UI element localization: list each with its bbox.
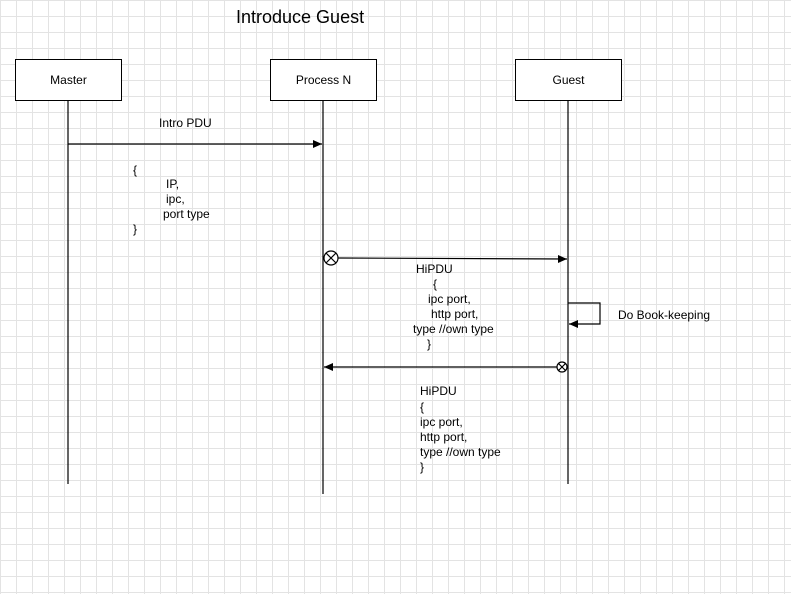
diagram-title: Introduce Guest: [236, 7, 365, 27]
participant-master-label: Master: [50, 73, 87, 87]
participant-process: Process N: [270, 59, 377, 101]
arrow-hipdu-to-guest: [337, 254, 568, 263]
hipdu-to-guest-payload-line: ipc port,: [428, 292, 471, 306]
lost-message-end-cross: [558, 363, 566, 371]
intro-payload-line: IP,: [166, 177, 180, 191]
hipdu-to-guest-payload-line: }: [427, 337, 432, 351]
bookkeeping-note: Do Book-keeping: [618, 308, 711, 322]
hipdu-to-guest-label: HiPDU: [416, 262, 453, 276]
intro-payload-line: ipc,: [166, 192, 185, 206]
lost-message-start-cross: [325, 252, 337, 264]
arrow-self-bookkeeping: [568, 302, 601, 328]
hipdu-to-process-payload-line: type //own type: [420, 445, 501, 459]
intro-pdu-label: Intro PDU: [159, 116, 212, 130]
intro-payload-line: }: [133, 222, 138, 236]
hipdu-to-process-payload-line: ipc port,: [420, 415, 463, 429]
hipdu-to-process-payload-line: }: [420, 460, 425, 474]
hipdu-to-guest-payload-line: type //own type: [413, 322, 494, 336]
participant-guest: Guest: [515, 59, 622, 101]
intro-payload-line: {: [133, 163, 138, 177]
participant-master: Master: [15, 59, 122, 101]
hipdu-to-process-label: HiPDU: [420, 384, 457, 398]
hipdu-to-guest-payload-line: {: [433, 277, 438, 291]
intro-payload-line: port type: [163, 207, 210, 221]
hipdu-to-guest-payload-line: http port,: [431, 307, 479, 321]
participant-process-label: Process N: [295, 73, 352, 87]
participant-guest-label: Guest: [552, 73, 585, 87]
hipdu-to-process-payload-line: http port,: [420, 430, 468, 444]
hipdu-to-process-payload-line: {: [420, 400, 425, 414]
